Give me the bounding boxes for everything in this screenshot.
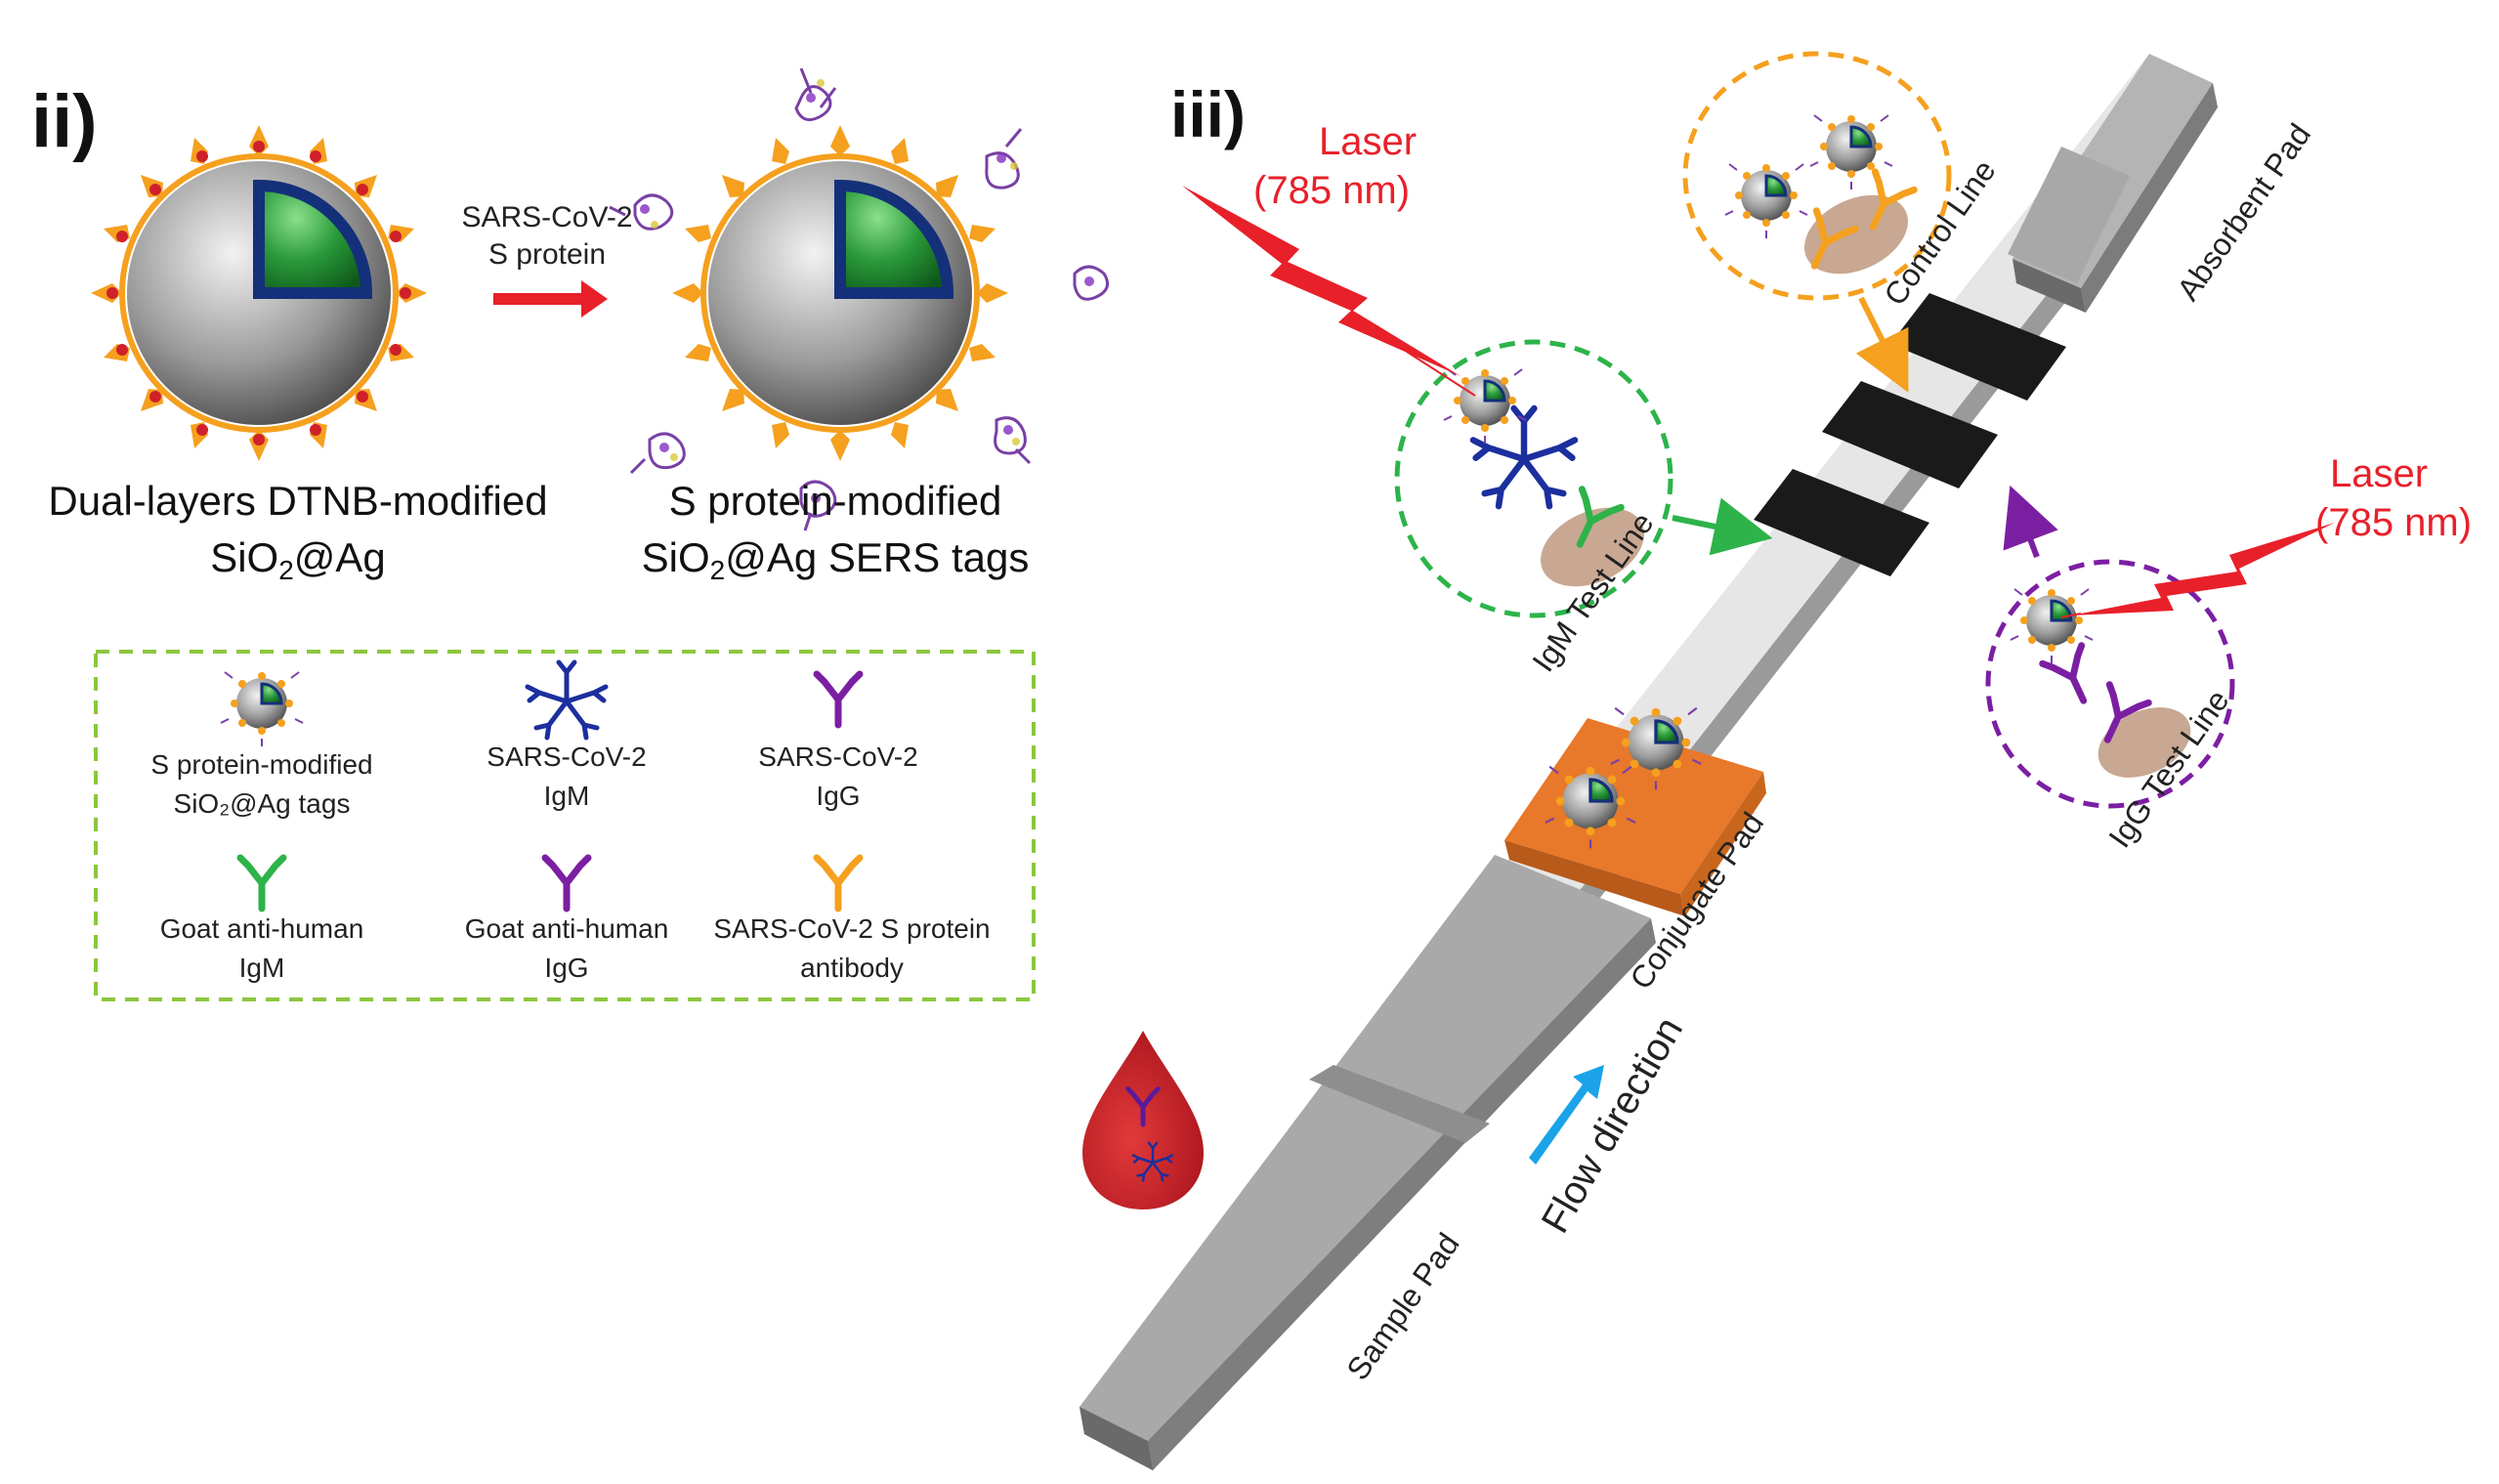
panel-iii-label: iii) xyxy=(1170,78,1246,150)
legend-box xyxy=(94,650,1036,1001)
legend-item-igg: SARS-CoV-2 IgG xyxy=(758,742,917,811)
igm-icon xyxy=(528,662,606,738)
blood-drop-icon xyxy=(1082,1031,1204,1209)
sers-tag-icon xyxy=(219,670,305,748)
right-caption-line1: S protein-modified xyxy=(669,478,1002,524)
svg-text:IgM: IgM xyxy=(239,953,285,983)
laser-right-beam xyxy=(2060,613,2082,618)
igg-test-circle xyxy=(1985,559,2235,809)
svg-text:IgG: IgG xyxy=(544,953,588,983)
modification-arrow xyxy=(493,280,608,318)
left-caption-line1: Dual-layers DTNB-modified xyxy=(48,478,547,524)
igg-test-line-band xyxy=(1822,381,1998,488)
svg-text:IgG: IgG xyxy=(816,781,860,811)
laser-left-line1: Laser xyxy=(1319,120,1417,163)
goat-anti-igg-icon xyxy=(545,858,588,909)
igg-icon xyxy=(817,674,860,725)
svg-text:Goat anti-human: Goat anti-human xyxy=(465,913,669,944)
legend-item-igm: SARS-CoV-2 IgM xyxy=(487,742,646,811)
svg-text:antibody: antibody xyxy=(800,953,904,983)
right-caption-line2: SiO2@Ag SERS tags xyxy=(642,534,1030,585)
control-line-circle xyxy=(1682,51,1952,301)
laser-right-bolt xyxy=(2071,523,2335,615)
svg-text:SARS-CoV-2: SARS-CoV-2 xyxy=(487,742,646,772)
flow-direction-arrow xyxy=(1529,1065,1604,1165)
goat-anti-igm-icon xyxy=(240,858,283,909)
arrow-label-line1: SARS-CoV-2 xyxy=(461,201,632,233)
igm-arrow xyxy=(1672,497,1773,556)
dtnb-sio2-ag-particle xyxy=(91,125,427,461)
svg-text:SARS-CoV-2 S protein: SARS-CoV-2 S protein xyxy=(713,913,990,944)
igg-bound xyxy=(2043,646,2103,710)
svg-text:S protein-modified: S protein-modified xyxy=(150,749,372,780)
arrow-label-line2: S protein xyxy=(488,238,606,271)
laser-left-beam xyxy=(1406,351,1476,397)
igm-test-spot xyxy=(1541,507,1644,587)
left-caption-line2: SiO2@Ag xyxy=(210,534,386,585)
svg-text:Goat anti-human: Goat anti-human xyxy=(160,913,364,944)
legend-item-goat-anti-igg: Goat anti-human IgG xyxy=(465,913,669,983)
control-tag-1 xyxy=(1723,162,1809,240)
s-protein-antibody-icon xyxy=(817,858,860,909)
legend-item-s-protein-antibody: SARS-CoV-2 S protein antibody xyxy=(713,913,990,983)
svg-text:SARS-CoV-2: SARS-CoV-2 xyxy=(758,742,917,772)
igg-test-spot xyxy=(2097,707,2191,778)
igm-test-line-band xyxy=(1754,469,1929,576)
svg-text:IgM: IgM xyxy=(544,781,590,811)
igm-test-circle xyxy=(1394,339,1673,618)
legend-item-sers-tag: S protein-modified SiO₂@Ag tags xyxy=(150,749,372,819)
s-protein-modified-particle xyxy=(609,67,1110,531)
laser-left-line2: (785 nm) xyxy=(1253,169,1410,212)
laser-left-bolt xyxy=(1182,186,1461,376)
igg-arrow xyxy=(2003,485,2058,559)
legend-item-goat-anti-igm: Goat anti-human IgM xyxy=(160,913,364,983)
laser-right-line2: (785 nm) xyxy=(2315,501,2472,544)
panel-ii-label: ii) xyxy=(31,80,98,163)
sample-pad xyxy=(1080,855,1656,1470)
laser-right-line1: Laser xyxy=(2330,452,2428,495)
absorbent-pad xyxy=(2008,54,2218,313)
svg-text:SiO₂@Ag tags: SiO₂@Ag tags xyxy=(174,788,351,819)
control-arrow xyxy=(1855,296,1909,393)
control-line-band xyxy=(1890,293,2066,401)
